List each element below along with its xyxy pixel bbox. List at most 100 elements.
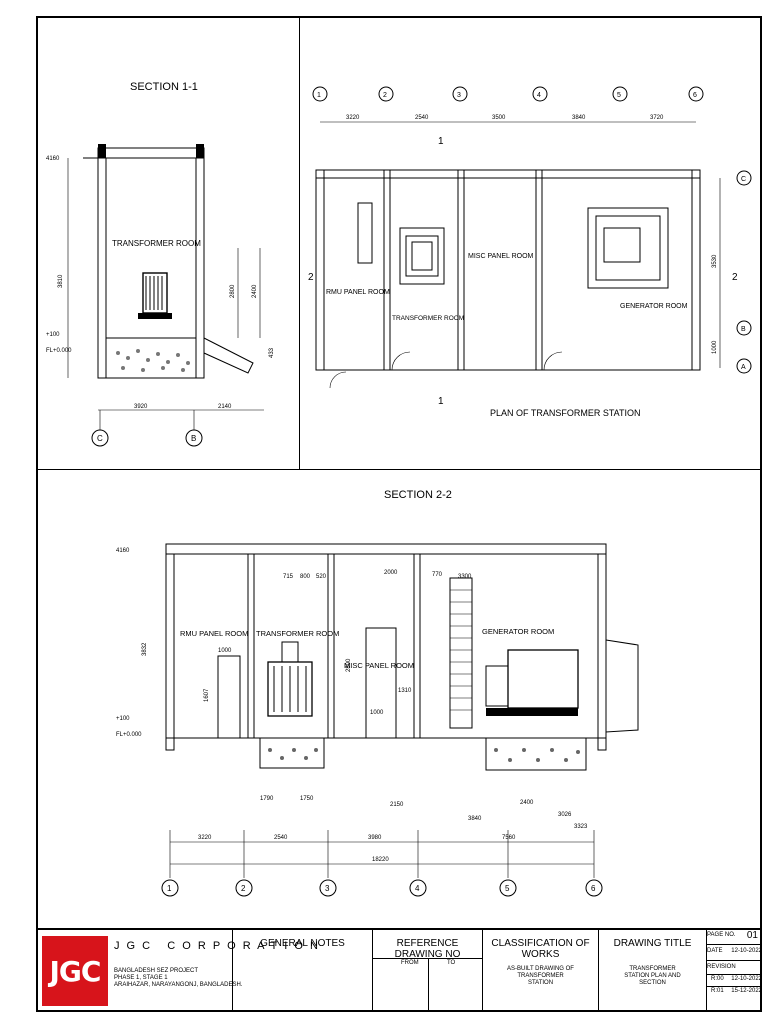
jgc-logo: JGC [42, 936, 108, 1006]
s22-dim-520: 520 [316, 574, 327, 580]
level-fl: FL+0.000 [46, 348, 72, 354]
plan-dim-3530: 3530 [712, 254, 718, 268]
plan-panel [300, 18, 760, 470]
s22-dim-3323: 3323 [574, 824, 588, 830]
plan-grid-b: B [741, 326, 746, 333]
level-4160: 4160 [46, 156, 60, 162]
revision-label: REVISION [707, 964, 736, 970]
s22-grid-4: 4 [415, 884, 420, 893]
plan-section-mark-right: 2 [732, 272, 738, 283]
s22-dim-3300: 3300 [458, 574, 472, 580]
classification-header: CLASSIFICATION OF WORKS [491, 938, 590, 960]
dim-2400: 2400 [252, 284, 258, 298]
plan-dim-4: 3840 [572, 115, 586, 121]
project-line-1: BANGLADESH SEZ PROJECT [114, 968, 199, 974]
general-notes-cell: GENERAL NOTES [232, 930, 372, 1010]
plan-dim-3: 3500 [492, 115, 506, 121]
s22-bottom-3980: 3980 [368, 835, 382, 841]
plan-dim-2: 2540 [415, 115, 429, 121]
rev2-label: R:01 [711, 988, 724, 994]
plan-room-misc: MISC PANEL ROOM [468, 253, 534, 260]
project-line-3: ARAIHAZAR, NARAYANGONJ, BANGLADESH. [114, 982, 243, 988]
s22-dim-1000: 1000 [218, 648, 232, 654]
s22-dim-1000b: 1000 [370, 710, 384, 716]
level-100: +100 [46, 332, 60, 338]
page-no: 01 [746, 930, 758, 941]
drawing-title-value: TRANSFORMER STATION PLAN AND SECTION [624, 966, 681, 986]
plan-room-rmu: RMU PANEL ROOM [326, 289, 390, 296]
rev2-date: 15-12-2022 [731, 988, 762, 994]
s22-dim-3832: 3832 [142, 642, 148, 656]
project-info: BANGLADESH SEZ PROJECT PHASE 1, STAGE 1 … [114, 968, 242, 989]
dim-3920: 3920 [134, 404, 148, 410]
date-label: DATE [707, 948, 723, 954]
dim-433: 433 [269, 347, 275, 358]
rev1-date: 12-10-2022 [731, 976, 762, 982]
s22-room-misc: MISC PANEL ROOM [344, 661, 414, 670]
s22-bottom-7560: 7560 [502, 835, 516, 841]
plan-dim-1: 3220 [346, 115, 360, 121]
s22-grid-5: 5 [505, 884, 510, 893]
plan-grid-4: 4 [537, 92, 541, 99]
section-1-1-drawing: SECTION 1-1 TRANSFORMER ROOM 3920 2140 C… [46, 81, 275, 447]
plan-drawing: 1 2 3 4 5 6 3220 2540 3500 3840 3720 RMU… [308, 86, 752, 418]
s22-room-transformer: TRANSFORMER ROOM [256, 629, 339, 638]
date-value: 12-10-2022 [731, 948, 762, 954]
plan-room-transformer: TRANSFORMER ROOM [392, 315, 464, 322]
s22-level-100: +100 [116, 716, 130, 722]
from-label: FROM [401, 960, 419, 966]
classification-value: AS-BUILT DRAWING OF TRANSFORMER STATION [507, 966, 574, 986]
plan-room-generator: GENERATOR ROOM [620, 303, 688, 310]
title-block: JGC J G C C O R P O R A T I O N BANGLADE… [36, 928, 762, 1012]
s22-dim-1310: 1310 [398, 688, 412, 694]
s22-dim-3026: 3026 [558, 812, 572, 818]
s22-dim-3840: 3840 [468, 816, 482, 822]
s22-dim-2400: 2400 [520, 800, 534, 806]
plan-title: PLAN OF TRANSFORMER STATION [490, 408, 641, 418]
s22-room-generator: GENERATOR ROOM [482, 627, 554, 636]
section-2-2-title: SECTION 2-2 [384, 489, 452, 501]
page-no-label: PAGE NO. [707, 932, 736, 938]
plan-grid-2: 2 [383, 92, 387, 99]
s22-grid-6: 6 [591, 884, 596, 893]
s22-dim-800: 800 [300, 574, 311, 580]
plan-grid-1: 1 [317, 92, 321, 99]
plan-grid-top: 1 2 3 4 5 6 [312, 86, 704, 102]
drawing-title-cell: DRAWING TITLE TRANSFORMER STATION PLAN A… [598, 930, 706, 1010]
plan-section-mark-bottom: 1 [438, 396, 444, 407]
project-line-2: PHASE 1, STAGE 1 [114, 975, 168, 981]
page-info-cell: PAGE NO. 01 DATE 12-10-2022 REVISION R:0… [706, 930, 762, 1010]
s22-level-4160: 4160 [116, 548, 130, 554]
plan-grid-c: C [741, 176, 746, 183]
s22-total: 18220 [372, 857, 389, 863]
s22-dim-1607: 1607 [204, 688, 210, 702]
s22-bottom-2540: 2540 [274, 835, 288, 841]
rev1-label: R:00 [711, 976, 724, 982]
plan-grid-a: A [741, 364, 746, 371]
s22-grid-3: 3 [325, 884, 330, 893]
reference-drawing-header: REFERENCE DRAWING NO [394, 938, 461, 960]
grid-c-label: C [97, 434, 103, 443]
section-1-1-title: SECTION 1-1 [130, 81, 198, 93]
s22-dim-770: 770 [432, 572, 443, 578]
plan-grid-5: 5 [617, 92, 621, 99]
classification-cell: CLASSIFICATION OF WORKS AS-BUILT DRAWING… [482, 930, 598, 1010]
s22-dim-2000: 2000 [384, 570, 398, 576]
plan-section-mark-top: 1 [438, 136, 444, 147]
company-name: J G C C O R P O R A T I O N [114, 940, 320, 952]
s22-room-rmu: RMU PANEL ROOM [180, 629, 248, 638]
s22-dim-1790: 1790 [260, 796, 274, 802]
s22-dim-2800: 2800 [346, 658, 352, 672]
s22-dim-2150: 2150 [390, 802, 404, 808]
general-notes-header: GENERAL NOTES [260, 938, 345, 949]
to-label: TO [447, 960, 456, 966]
dim-2800: 2800 [230, 284, 236, 298]
s22-grid-1: 1 [167, 884, 172, 893]
s22-grid-2: 2 [241, 884, 246, 893]
reference-drawing-cell: REFERENCE DRAWING NO FROM TO [372, 930, 482, 1010]
dim-3810: 3810 [58, 274, 64, 288]
s22-bottom-3220: 3220 [198, 835, 212, 841]
s22-level-fl: FL+0.000 [116, 732, 142, 738]
plan-dim-5: 3720 [650, 115, 664, 121]
plan-dim-1000: 1000 [712, 340, 718, 354]
